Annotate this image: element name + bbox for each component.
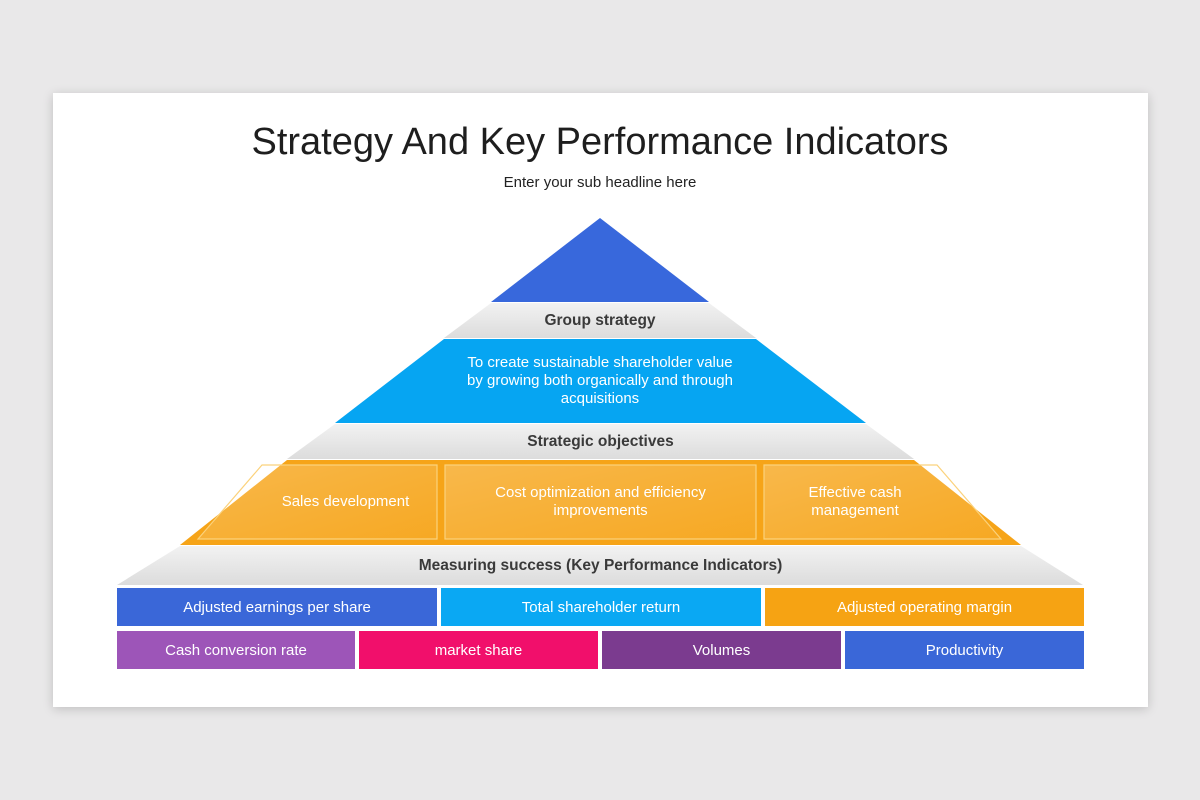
kpi-volumes: Volumes bbox=[602, 631, 841, 669]
kpi-market-share: market share bbox=[359, 631, 598, 669]
level-2-text: To create sustainable shareholder value … bbox=[466, 354, 733, 407]
kpi-total-shareholder-return: Total shareholder return bbox=[441, 588, 761, 626]
kpi-cash-conversion-rate: Cash conversion rate bbox=[117, 631, 355, 669]
band-strategic-objectives bbox=[287, 424, 914, 459]
objective-label-1: Sales development bbox=[281, 493, 410, 510]
band-label-measuring-success: Measuring success (Key Performance Indic… bbox=[418, 557, 783, 574]
objective-box-3 bbox=[763, 464, 1003, 540]
band-label-group-strategy: Group strategy bbox=[544, 312, 656, 329]
pyramid-apex bbox=[491, 218, 709, 302]
band-measuring-success bbox=[117, 546, 1083, 585]
page-title: Strategy And Key Performance Indicators bbox=[251, 121, 949, 163]
kpi-adjusted-earnings-per-share: Adjusted earnings per share bbox=[117, 588, 437, 626]
objective-box-1 bbox=[196, 464, 438, 540]
objective-label-2: Cost optimization and efficiency improve… bbox=[495, 484, 706, 519]
kpi-productivity: Productivity bbox=[845, 631, 1084, 669]
kpi-adjusted-operating-margin: Adjusted operating margin bbox=[765, 588, 1084, 626]
objective-label-3: Effective cash management bbox=[808, 484, 902, 519]
pyramid-level-2 bbox=[335, 339, 866, 423]
band-group-strategy bbox=[444, 303, 756, 338]
objective-box-2 bbox=[444, 464, 757, 540]
page-subtitle: Enter your sub headline here bbox=[503, 174, 697, 191]
band-label-strategic-objectives: Strategic objectives bbox=[527, 433, 674, 450]
